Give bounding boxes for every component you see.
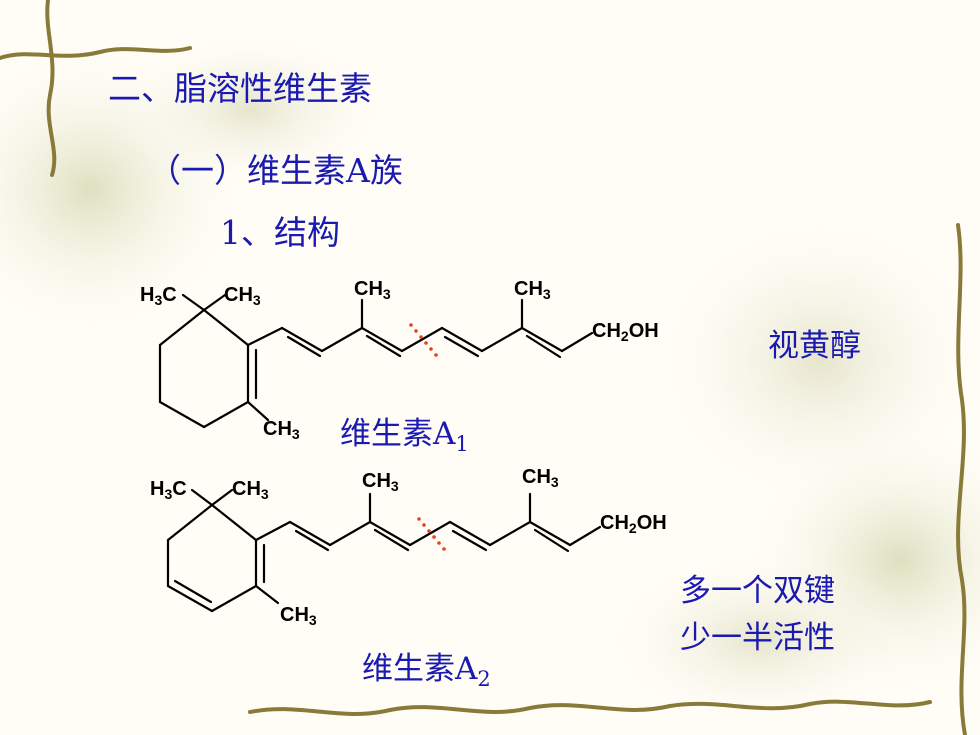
a2-label-ch3-chain1: CH3 xyxy=(362,470,399,494)
a1-label-ch3-ring: CH3 xyxy=(263,418,300,442)
a2-ring xyxy=(166,488,280,613)
retinol-label: 视黄醇 xyxy=(768,328,861,364)
a1-label-ch3-chain1: CH3 xyxy=(354,278,391,302)
vine-bottom xyxy=(248,699,932,716)
vine-top-left xyxy=(0,0,192,177)
a1-chain xyxy=(246,298,594,359)
a2-cleavage-mark xyxy=(417,517,446,551)
a1-ring xyxy=(158,293,270,429)
a1-cleavage-mark xyxy=(409,323,438,357)
a1-label-ch3-gem: CH3 xyxy=(224,284,261,308)
a2-label-h3c: H3C xyxy=(150,478,187,502)
leaf-blob xyxy=(110,30,390,190)
a2-label-ch3-chain2: CH3 xyxy=(522,466,559,490)
vitamin-a2-name: 维生素A2 xyxy=(362,651,491,691)
section-title: 二、脂溶性维生素 xyxy=(108,69,372,108)
note-half-activity: 少一半活性 xyxy=(680,620,835,656)
leaf-blob xyxy=(600,550,920,730)
note-extra-double-bond: 多一个双键 xyxy=(680,573,835,609)
a2-chain xyxy=(254,492,602,553)
a2-label-ch3-gem: CH3 xyxy=(232,478,269,502)
a2-label-ch2oh: CH2OH xyxy=(600,512,667,536)
item-title: 1、结构 xyxy=(220,213,340,252)
a1-label-h3c: H3C xyxy=(140,284,177,308)
subsection-title: （一）维生素A族 xyxy=(148,151,403,190)
vine-right xyxy=(956,223,967,735)
a1-label-ch3-chain2: CH3 xyxy=(514,278,551,302)
a2-label-ch3-ring: CH3 xyxy=(280,604,317,628)
vitamin-a1-name: 维生素A1 xyxy=(340,416,469,456)
a1-label-ch2oh: CH2OH xyxy=(592,320,659,344)
